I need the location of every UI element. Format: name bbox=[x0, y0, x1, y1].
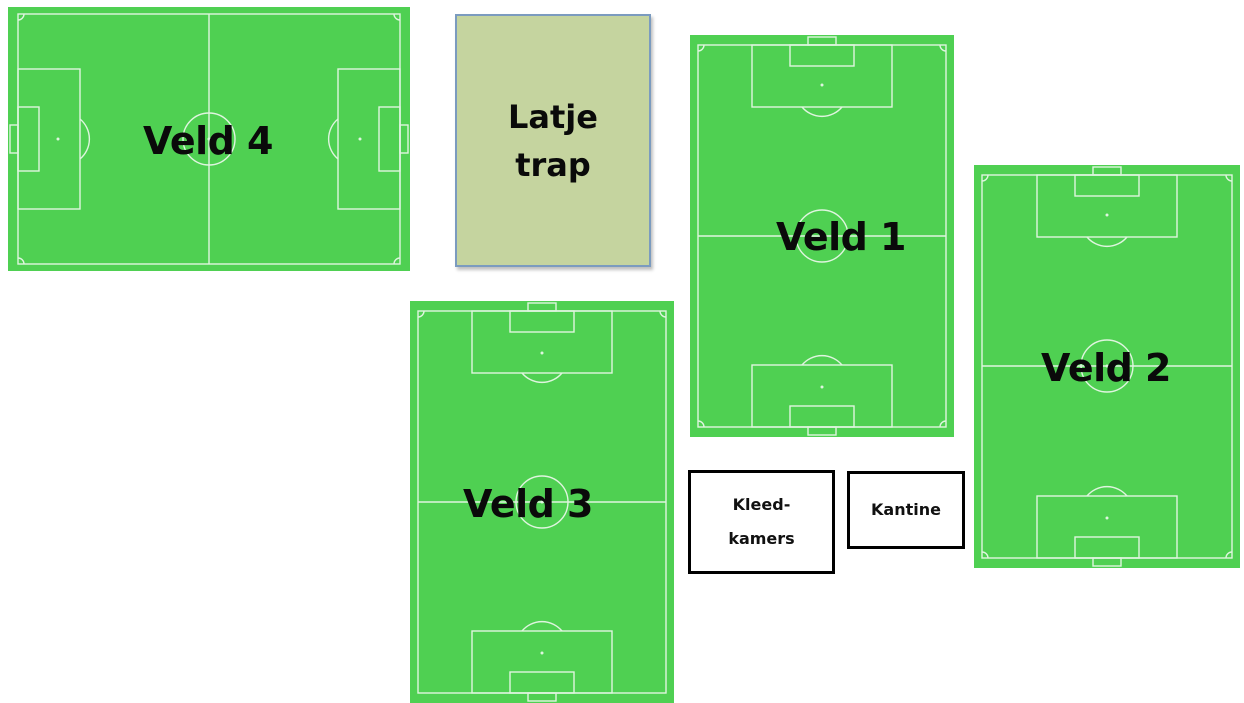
latje-trap-area: Latje trap bbox=[455, 14, 651, 267]
field-veld-3: Veld 3 bbox=[410, 301, 674, 703]
pitch-markings bbox=[417, 302, 667, 702]
pitch-markings bbox=[9, 13, 409, 265]
field-veld-4: Veld 4 bbox=[8, 7, 410, 271]
kantine-building: Kantine bbox=[847, 471, 965, 549]
pitch-markings bbox=[697, 36, 947, 436]
pitch-markings bbox=[981, 166, 1233, 567]
field-label: Veld 2 bbox=[1041, 346, 1172, 390]
field-label: Veld 4 bbox=[143, 119, 274, 163]
latje-label-line2: trap bbox=[515, 145, 591, 184]
kleedkamers-building: Kleed- kamers bbox=[688, 470, 835, 574]
kleedkamers-label-line1: Kleed- bbox=[732, 495, 791, 514]
field-label: Veld 3 bbox=[463, 482, 594, 526]
field-veld-2: Veld 2 bbox=[974, 165, 1240, 568]
field-label: Veld 1 bbox=[776, 215, 907, 259]
kleedkamers-label-line2: kamers bbox=[728, 529, 795, 548]
latje-label-line1: Latje bbox=[508, 97, 598, 136]
kantine-label: Kantine bbox=[871, 500, 941, 519]
field-veld-1: Veld 1 bbox=[690, 35, 954, 437]
